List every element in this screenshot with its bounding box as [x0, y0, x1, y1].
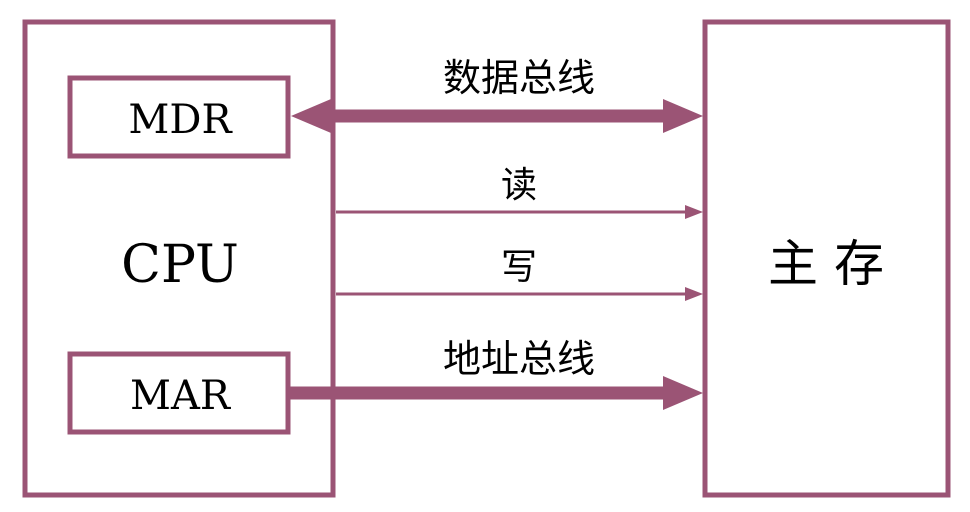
mar-box [67, 351, 291, 435]
write-line-arrowhead [685, 287, 703, 301]
read-line-arrowhead [685, 205, 703, 219]
data-bus-right-arrowhead [663, 99, 703, 133]
mdr-label: MDR [128, 97, 233, 143]
cpu-label: CPU [121, 235, 239, 295]
write-label: 写 [501, 247, 537, 288]
address-bus: 地址总线 [290, 337, 703, 410]
data-bus-label: 数据总线 [443, 56, 595, 100]
data-bus: 数据总线 [291, 56, 703, 133]
mdr-box [67, 75, 291, 159]
data-bus-left-arrowhead [291, 99, 331, 133]
main-memory-block: 主 存 [702, 19, 951, 498]
main-memory-box [702, 19, 951, 498]
write-line: 写 [336, 247, 703, 301]
mar-register: MAR [67, 351, 291, 435]
address-bus-label: 地址总线 [443, 337, 595, 381]
address-bus-arrowhead [663, 376, 703, 410]
read-label: 读 [501, 165, 537, 206]
main-memory-label: 主 存 [768, 235, 884, 293]
read-line: 读 [336, 165, 703, 219]
mdr-register: MDR [67, 75, 291, 159]
mar-label: MAR [130, 373, 232, 419]
